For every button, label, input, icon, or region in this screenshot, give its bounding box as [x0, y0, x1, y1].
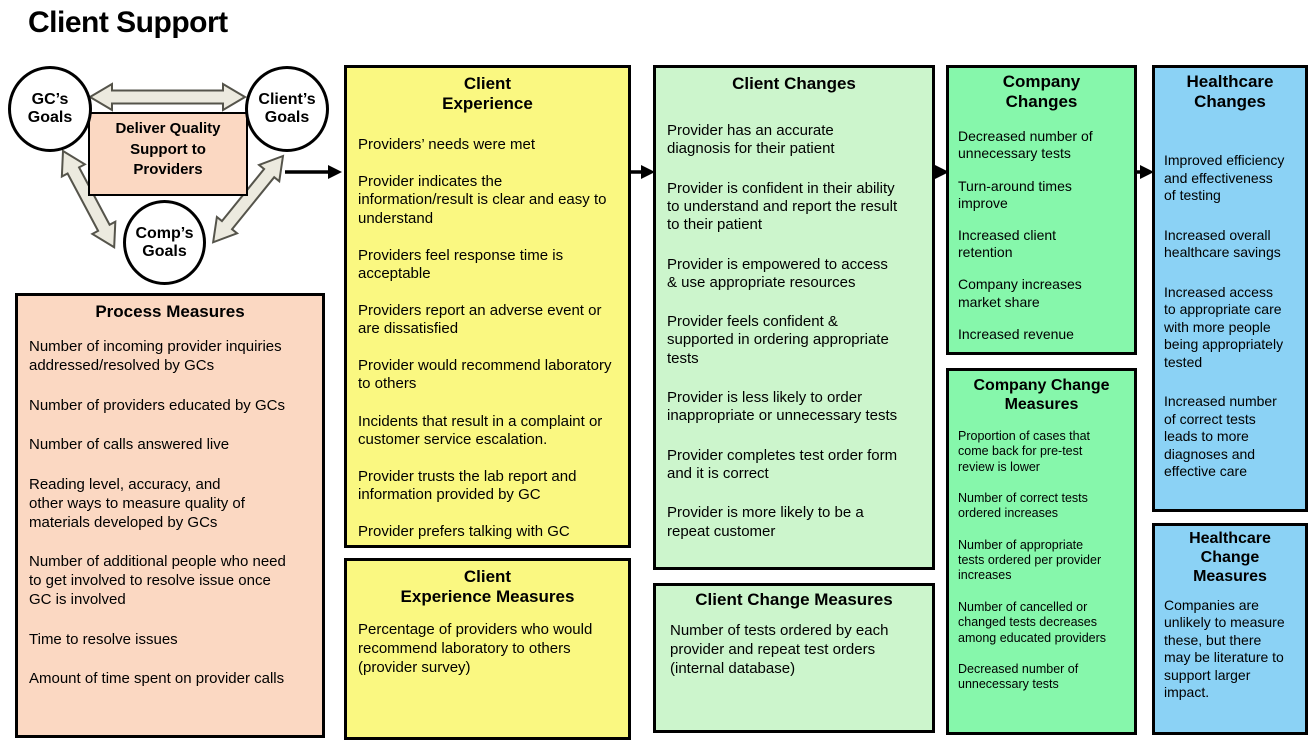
- list-item: Provider feels confident & supported in …: [667, 313, 889, 367]
- client-changes-title: Client Changes: [732, 74, 856, 93]
- process-measures-box: Process Measures Number of incoming prov…: [15, 293, 325, 738]
- list-item: Providers’ needs were met: [358, 136, 536, 154]
- client-experience-measures-box: Client Experience Measures Percentage of…: [344, 558, 631, 740]
- list-item: Provider indicates the information/resul…: [358, 173, 607, 227]
- list-item: Turn-around times improve: [958, 177, 1072, 211]
- client-change-measures-box: Client Change Measures Number of tests o…: [653, 583, 935, 733]
- double-arrow-gc-comp-icon: [60, 149, 117, 249]
- client-experience-box: Client Experience Providers’ needs were …: [344, 65, 631, 548]
- client-change-measures-items: Number of tests ordered by each provider…: [656, 622, 932, 678]
- healthcare-change-measures-title: Healthcare Change Measures: [1189, 530, 1271, 585]
- list-item: Company increases market share: [958, 276, 1082, 310]
- list-item: Increased revenue: [958, 325, 1074, 342]
- list-item: Number of tests ordered by each provider…: [670, 622, 889, 677]
- list-item: Decreased number of unnecessary tests: [958, 661, 1079, 692]
- list-item: Decreased number of unnecessary tests: [958, 128, 1093, 162]
- list-item: Increased client retention: [958, 226, 1057, 261]
- list-item: Number of providers educated by GCs: [29, 396, 285, 414]
- list-item: Increased overall healthcare savings: [1164, 226, 1281, 261]
- client-change-measures-title: Client Change Measures: [695, 590, 893, 609]
- list-item: Provider prefers talking with GC: [358, 523, 570, 541]
- healthcare-change-measures-items: Companies are unlikely to measure these,…: [1155, 597, 1305, 702]
- list-item: Providers feel response time is acceptab…: [358, 246, 564, 282]
- list-item: Provider is empowered to access & use ap…: [667, 255, 888, 291]
- list-item: Number of incoming provider inquiries ad…: [29, 338, 282, 374]
- healthcare-changes-title: Healthcare Changes: [1186, 72, 1274, 112]
- list-item: Number of additional people who need to …: [29, 553, 286, 608]
- list-item: Reading level, accuracy, and other ways …: [29, 476, 245, 531]
- client-goals-circle: Client’s Goals: [245, 66, 329, 152]
- comp-goals-circle: Comp’s Goals: [123, 200, 206, 285]
- list-item: Number of cancelled or changed tests dec…: [958, 599, 1107, 645]
- client-changes-box: Client Changes Provider has an accurate …: [653, 65, 935, 570]
- healthcare-change-measures-box: Healthcare Change Measures Companies are…: [1152, 523, 1308, 735]
- arrow-experience-to-client-changes-icon: [630, 165, 655, 179]
- list-item: Number of correct tests ordered increase…: [958, 490, 1088, 521]
- page-title: Client Support: [28, 6, 228, 39]
- arrow-goals-to-experience-icon: [285, 165, 342, 179]
- client-experience-measures-items: Percentage of providers who would recomm…: [347, 621, 628, 677]
- list-item: Provider completes test order form and i…: [667, 446, 898, 482]
- list-item: Proportion of cases that come back for p…: [958, 428, 1091, 474]
- process-measures-items: Number of incoming provider inquiries ad…: [18, 338, 322, 689]
- healthcare-changes-items: Improved efficiency and effectiveness of…: [1155, 152, 1305, 481]
- list-item: Providers report an adverse event or are…: [358, 301, 602, 338]
- list-item: Increased number of correct tests leads …: [1164, 393, 1277, 480]
- client-changes-items: Provider has an accurate diagnosis for t…: [656, 122, 932, 541]
- company-change-measures-items: Proportion of cases that come back for p…: [949, 429, 1134, 693]
- client-experience-measures-title: Client Experience Measures: [400, 567, 575, 607]
- list-item: Percentage of providers who would recomm…: [358, 621, 593, 676]
- double-arrow-client-comp-icon: [211, 154, 285, 244]
- list-item: Amount of time spent on provider calls: [29, 670, 285, 688]
- double-arrow-gc-client-icon: [88, 82, 247, 112]
- healthcare-changes-box: Healthcare Changes Improved efficiency a…: [1152, 65, 1308, 512]
- list-item: Provider is less likely to order inappro…: [667, 389, 898, 425]
- list-item: Provider would recommend laboratory to o…: [358, 357, 612, 393]
- list-item: Number of calls answered live: [29, 436, 230, 454]
- process-measures-title: Process Measures: [95, 302, 245, 321]
- gc-goals-circle: GC’s Goals: [8, 66, 92, 152]
- company-changes-box: Company Changes Decreased number of unne…: [946, 65, 1137, 355]
- list-item: Companies are unlikely to measure these,…: [1164, 596, 1285, 701]
- list-item: Provider trusts the lab report and infor…: [358, 467, 577, 503]
- list-item: Incidents that result in a complaint or …: [358, 412, 603, 448]
- list-item: Provider is more likely to be a repeat c…: [667, 504, 864, 540]
- list-item: Time to resolve issues: [29, 630, 178, 648]
- company-changes-title: Company Changes: [1002, 72, 1081, 112]
- list-item: Provider is confident in their ability t…: [667, 179, 898, 234]
- list-item: Increased access to appropriate care wit…: [1164, 283, 1284, 370]
- list-item: Provider has an accurate diagnosis for t…: [667, 122, 835, 158]
- company-change-measures-title: Company Change Measures: [973, 377, 1110, 413]
- list-item: Improved efficiency and effectiveness of…: [1164, 152, 1285, 204]
- client-experience-title: Client Experience: [442, 74, 533, 114]
- list-item: Number of appropriate tests ordered per …: [958, 537, 1102, 583]
- deliver-quality-support-box: Deliver Quality Support to Providers: [88, 112, 248, 196]
- company-change-measures-box: Company Change Measures Proportion of ca…: [946, 368, 1137, 735]
